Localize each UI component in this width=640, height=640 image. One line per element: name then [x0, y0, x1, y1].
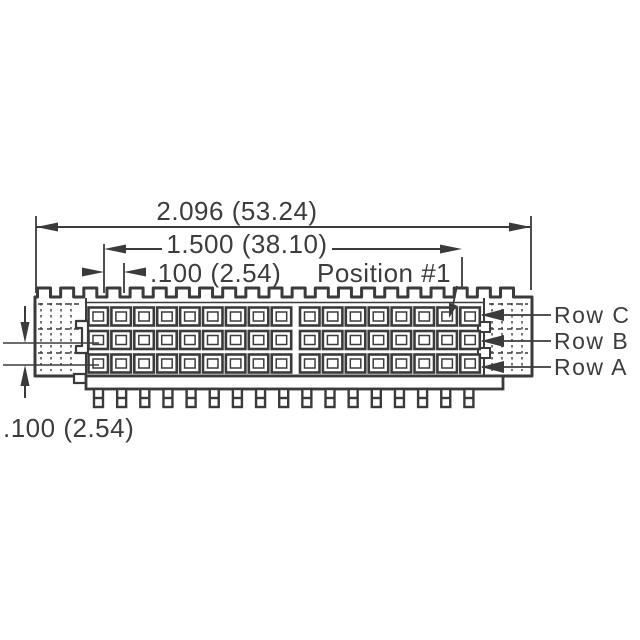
- dimension-lines: [20, 216, 532, 398]
- end-blocks-hidden-lines: [38, 303, 528, 371]
- mounting-base: [72, 372, 505, 391]
- dim-overall-width-label: 2.096 (53.24): [156, 196, 317, 226]
- dim-row-pitch-label: .100 (2.54): [3, 413, 134, 443]
- row-a-label: Row A: [554, 354, 628, 380]
- position-1-label: Position #1: [317, 258, 451, 288]
- leader-arrows: [3, 285, 551, 373]
- row-c-label: Row C: [554, 302, 631, 328]
- dim-contact-span-label: 1.500 (38.10): [166, 229, 327, 259]
- dim-contact-pitch-label: .100 (2.54): [150, 258, 281, 288]
- row-b-label: Row B: [554, 328, 629, 354]
- solder-pins: [92, 387, 475, 409]
- contact-grid: [87, 306, 482, 374]
